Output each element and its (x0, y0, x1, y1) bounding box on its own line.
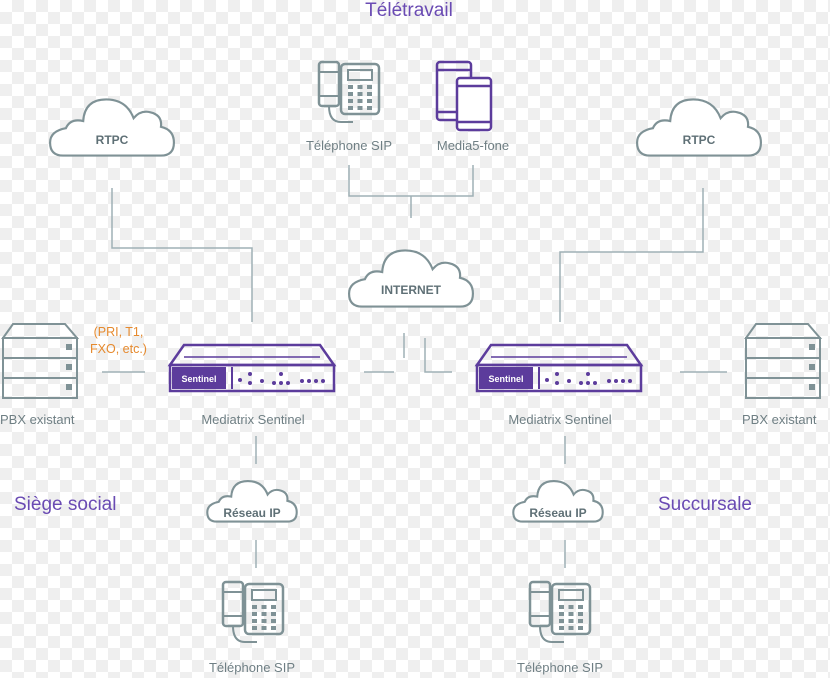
gateway-device-icon-left: Sentinel (168, 343, 336, 393)
desk-phone-icon-top (317, 60, 381, 124)
title-succursale: Succursale (658, 494, 752, 515)
gateway-device-icon-right: Sentinel (475, 343, 643, 393)
gateway-brand-right: Sentinel (488, 374, 523, 384)
cloud-label-internet: INTERNET (381, 283, 441, 297)
title-teletravail: Télétravail (365, 0, 453, 21)
cloud-label-rtpc-right: RTPC (682, 133, 716, 147)
desk-phone-icon-bottom-right (528, 580, 592, 644)
mobile-devices-icon (435, 60, 493, 132)
label-telephone-sip-top: Téléphone SIP (305, 138, 393, 153)
label-media5-fone: Media5-fone (436, 138, 510, 153)
label-pbx-left: PBX existant (0, 412, 75, 427)
cloud-label-reseau-right: Réseau IP (529, 506, 587, 520)
label-mediatrix-left: Mediatrix Sentinel (201, 412, 305, 427)
gateway-brand-left: Sentinel (181, 374, 216, 384)
server-icon-left (2, 323, 78, 399)
desk-phone-icon-bottom-left (221, 580, 285, 644)
connectors (102, 165, 727, 568)
cloud-icon-rtpc-right (636, 98, 762, 157)
label-pbx-right: PBX existant (742, 412, 817, 427)
cloud-icon-rtpc-left (49, 98, 175, 157)
label-telephone-sip-bottom-left: Téléphone SIP (208, 660, 296, 675)
server-icon-right (745, 323, 821, 399)
cloud-label-rtpc-left: RTPC (95, 133, 129, 147)
label-telephone-sip-bottom-right: Téléphone SIP (516, 660, 604, 675)
title-siege-social: Siège social (14, 494, 117, 515)
note-line-1: (PRI, T1, (93, 325, 144, 339)
cloud-label-reseau-left: Réseau IP (223, 506, 281, 520)
note-line-2: FXO, etc.) (90, 342, 147, 356)
connection-type-note: (PRI, T1, FXO, etc.) (90, 324, 147, 358)
label-mediatrix-right: Mediatrix Sentinel (508, 412, 612, 427)
cloud-icon-internet (348, 249, 474, 308)
